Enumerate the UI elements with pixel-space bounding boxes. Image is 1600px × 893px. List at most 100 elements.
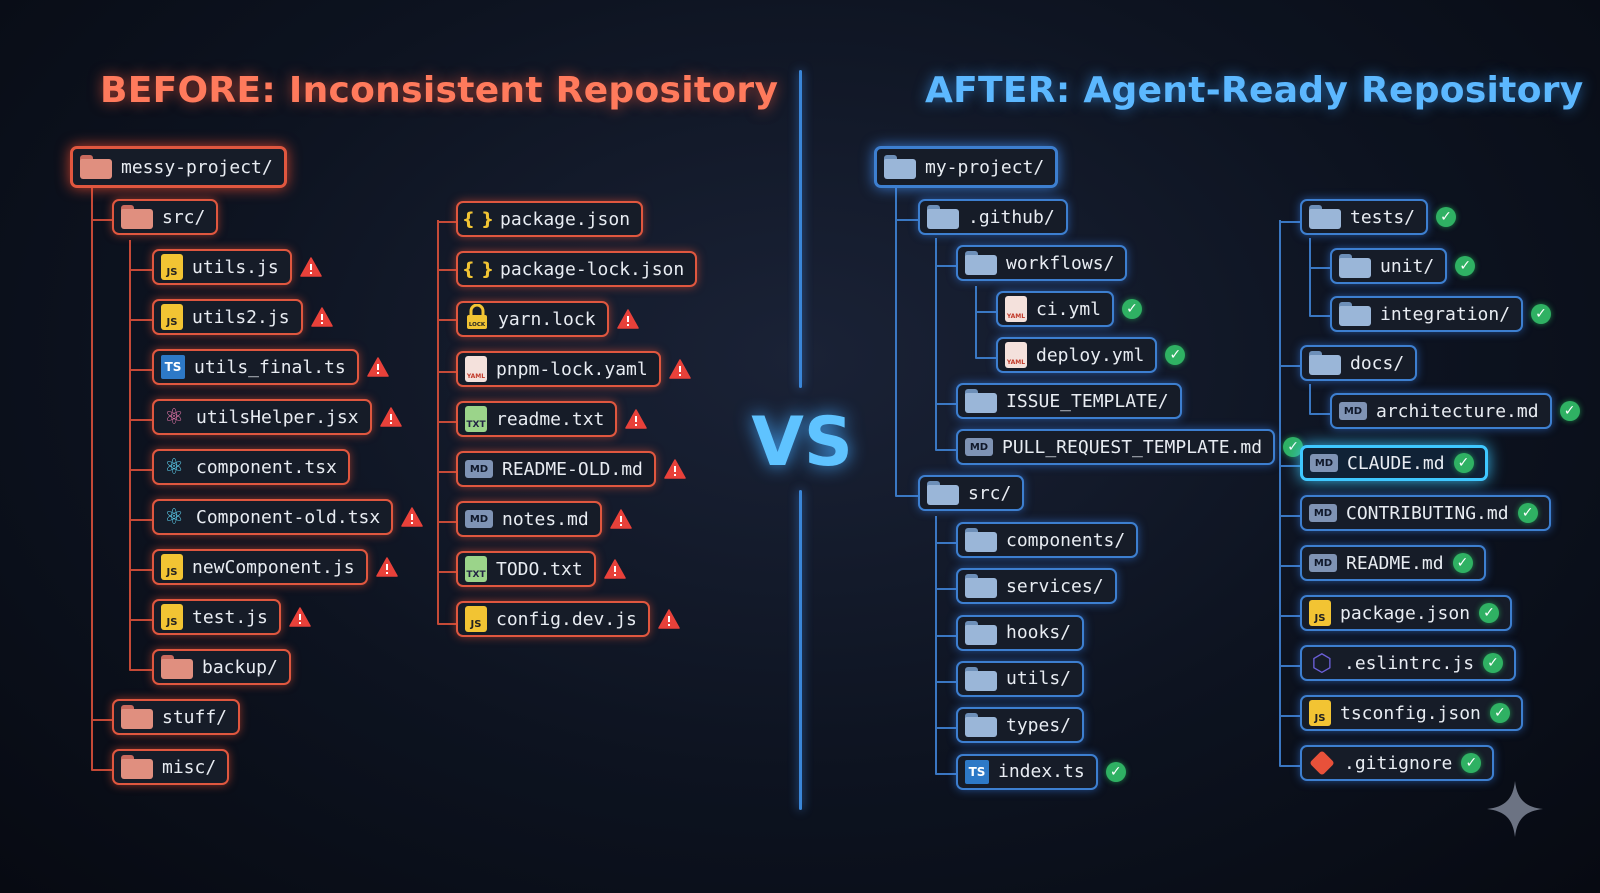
after-src-subfolder-label: utils/: [1006, 668, 1072, 690]
before-src-file-label: newComponent.js: [192, 556, 355, 578]
check-icon: ✓: [1455, 256, 1476, 276]
yaml-file-icon: YAML: [465, 356, 487, 382]
txt-file-icon: TXT: [465, 556, 487, 582]
warning-icon: [310, 307, 333, 327]
before-root-file[interactable]: YAML pnpm-lock.yaml: [456, 351, 661, 387]
before-src-file[interactable]: ⚛ component.tsx: [152, 449, 350, 485]
before-src-file-label: utils_final.ts: [194, 356, 346, 378]
before-src-file[interactable]: ⚛utilsHelper.jsx: [152, 399, 372, 435]
txt-file-icon: TXT: [465, 406, 487, 432]
after-root-folder[interactable]: my-project/: [874, 146, 1059, 188]
after-src-folder[interactable]: src/: [918, 475, 1025, 511]
after-src-subfolder[interactable]: utils/: [956, 660, 1085, 697]
before-src-folder[interactable]: src/: [112, 199, 219, 235]
yaml-file-icon: YAML: [1005, 296, 1027, 322]
check-icon: ✓: [1559, 401, 1580, 421]
after-issue-template-folder[interactable]: ISSUE_TEMPLATE/: [956, 383, 1182, 419]
check-icon: ✓: [1436, 207, 1457, 227]
markdown-icon: MD: [1310, 454, 1338, 472]
before-src-file-label: component.tsx: [196, 456, 337, 478]
after-src-subfolder[interactable]: hooks/: [956, 614, 1085, 651]
before-src-file-label: test.js: [192, 606, 268, 628]
after-integration-folder[interactable]: integration/: [1330, 296, 1524, 332]
after-workflows-folder[interactable]: workflows/: [956, 245, 1128, 281]
check-icon: ✓: [1479, 603, 1500, 623]
git-icon: [1309, 750, 1335, 776]
after-root-file[interactable]: ⬡.eslintrc.js✓: [1300, 645, 1517, 681]
after-pr-template-file-label: PULL_REQUEST_TEMPLATE.md: [1002, 436, 1263, 458]
before-src-file-label: utils2.js: [192, 306, 290, 328]
before-root-file-label: package.json: [500, 208, 631, 230]
check-icon: ✓: [1483, 653, 1504, 673]
after-integration-folder-label: integration/: [1380, 303, 1511, 325]
ts-file-icon: TS: [965, 759, 989, 784]
after-src-subfolder[interactable]: services/: [956, 568, 1117, 605]
after-root-file-label: tsconfig.json: [1340, 702, 1481, 724]
before-src-file[interactable]: TS utils_final.ts: [152, 349, 359, 385]
after-src-subfolder-label: hooks/: [1006, 622, 1072, 644]
after-src-subfolder[interactable]: types/: [956, 707, 1085, 744]
after-docs-folder[interactable]: docs/: [1300, 345, 1418, 381]
before-src-file[interactable]: ⚛Component-old.tsx: [152, 499, 394, 535]
after-docs-folder-label: docs/: [1350, 352, 1405, 374]
before-title: BEFORE: Inconsistent Repository: [100, 70, 779, 111]
check-icon: ✓: [1122, 299, 1143, 319]
check-icon: ✓: [1105, 761, 1126, 782]
warning-icon: [401, 507, 423, 527]
before-root-file-label: pnpm-lock.yaml: [496, 358, 648, 380]
before-misc-folder[interactable]: misc/: [112, 749, 230, 785]
after-workflows-folder-label: workflows/: [1006, 252, 1115, 274]
after-root-folder-label: my-project/: [925, 156, 1045, 178]
react-icon: ⚛: [164, 454, 184, 480]
after-unit-folder[interactable]: unit/: [1330, 248, 1448, 284]
after-root-file-label: README.md: [1346, 552, 1444, 574]
folder-icon: [965, 713, 997, 738]
folder-icon: [121, 205, 153, 229]
before-root-file-label: config.dev.js: [496, 608, 637, 630]
folder-icon: [927, 481, 959, 505]
after-github-folder[interactable]: .github/: [918, 199, 1068, 235]
after-architecture-file-label: architecture.md: [1376, 400, 1539, 422]
after-root-file[interactable]: .gitignore✓: [1300, 745, 1495, 781]
yaml-file-icon: YAML: [1005, 342, 1027, 368]
divider-top: [799, 70, 802, 388]
after-src-subfolder[interactable]: components/: [956, 522, 1139, 558]
ts-file-icon: TS: [161, 355, 185, 379]
folder-icon: [927, 205, 959, 229]
after-tests-folder[interactable]: tests/: [1300, 199, 1429, 235]
js-file-icon: JS: [1309, 600, 1331, 626]
before-src-subfolder[interactable]: backup/: [152, 649, 291, 685]
after-src-file-label: index.ts: [998, 761, 1085, 782]
json-file-icon: { }: [462, 258, 494, 280]
folder-icon: [80, 155, 112, 179]
before-root-folder-label: messy-project/: [121, 156, 273, 178]
before-src-file-label: Component-old.tsx: [196, 506, 381, 528]
after-src-file[interactable]: TS index.ts: [956, 753, 1098, 790]
before-misc-folder-label: misc/: [162, 756, 217, 778]
before-root-folder[interactable]: messy-project/: [70, 146, 287, 188]
before-root-file[interactable]: { } package.json: [456, 201, 644, 237]
after-src-subfolder-label: components/: [1006, 529, 1126, 551]
json-file-icon: { }: [462, 208, 494, 230]
before-root-file[interactable]: { }package-lock.json: [456, 251, 698, 287]
before-stuff-folder[interactable]: stuff/: [112, 699, 241, 735]
